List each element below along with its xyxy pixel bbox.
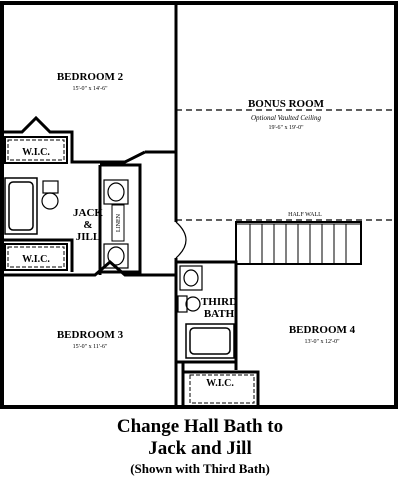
linen-label: LINEN: [116, 213, 122, 232]
sink-lower: [103, 243, 129, 269]
caption-line3: (Shown with Third Bath): [130, 461, 270, 476]
toilet-third-bath: [177, 295, 201, 313]
third-bath-line2: BATH: [204, 308, 235, 320]
wic-bedroom4: W.I.C.: [189, 374, 255, 404]
caption-line2: Jack and Jill: [148, 438, 252, 459]
bonus-room-name: BONUS ROOM: [248, 98, 325, 110]
bonus-room-dims: 19'-6" x 19'-0": [268, 125, 304, 131]
door-swing: [175, 221, 187, 259]
wic-upper-label: W.I.C.: [22, 147, 50, 158]
sink-upper: [103, 179, 129, 205]
bedroom4-name: BEDROOM 4: [289, 324, 356, 336]
third-bath-line1: THIRD: [201, 296, 237, 308]
jackjill-line3: JILL: [76, 231, 100, 243]
linen-closet: LINEN: [111, 204, 125, 242]
bathtub-jackjill: [4, 177, 38, 235]
half-wall-label: HALF WALL: [288, 212, 322, 218]
floor-plan: W.I.C. W.I.C. W.I.C. LINEN: [0, 1, 398, 409]
caption-line1: Change Hall Bath to: [116, 416, 284, 437]
sink-third-bath: [179, 265, 203, 291]
bedroom2-name: BEDROOM 2: [57, 71, 124, 83]
toilet-jackjill: [41, 180, 59, 210]
bedroom3-dims: 15'-0" x 11'-6": [73, 344, 108, 350]
wic-bedroom4-label: W.I.C.: [206, 378, 234, 389]
exterior-walls: [0, 1, 398, 409]
wic-upper: W.I.C.: [4, 136, 68, 164]
bonus-room-note: Optional Vaulted Ceiling: [251, 114, 321, 122]
bedroom4-dims: 13'-0" x 12'-0": [304, 339, 340, 345]
wic-lower-left: W.I.C.: [4, 243, 68, 271]
jackjill-line1: JACK: [73, 207, 103, 219]
bathtub-third-bath: [185, 323, 235, 359]
bedroom3-name: BEDROOM 3: [57, 329, 124, 341]
interior-walls: [3, 4, 260, 406]
bedroom2-dims: 15'-0" x 14'-6": [72, 86, 108, 92]
bonus-room-lines: [176, 109, 396, 221]
jackjill-line2: &: [83, 219, 92, 231]
stairs: [235, 221, 362, 265]
wic-lower-left-label: W.I.C.: [22, 254, 50, 265]
